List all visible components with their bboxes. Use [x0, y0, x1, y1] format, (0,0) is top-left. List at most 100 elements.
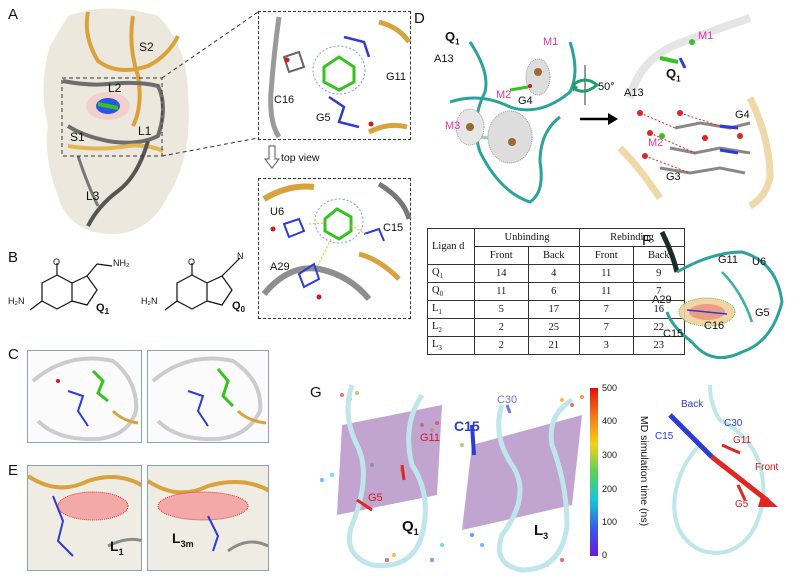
d-g3-right: G3	[666, 171, 681, 183]
cell: 11	[474, 282, 529, 301]
panel-a-structure	[43, 8, 189, 235]
d-a13-left: A13	[434, 53, 454, 65]
down-arrow-icon	[263, 145, 281, 169]
d-g4-left: G4	[518, 95, 533, 107]
d-g4-right: G4	[735, 109, 750, 121]
g-right-front: Front	[755, 462, 779, 473]
b-atom-o2: O	[188, 257, 196, 267]
top-u6: U6	[270, 206, 285, 218]
f-g5: G5	[755, 307, 770, 319]
table-row: Q0 11 6 11 7	[427, 282, 685, 301]
table-sub-front-2: Front	[579, 246, 634, 265]
right-arrow-icon	[580, 113, 618, 125]
panel-label-e: E	[8, 462, 19, 479]
panel-e-right	[147, 465, 269, 571]
f-u6: U6	[752, 256, 767, 268]
panel-c-left	[27, 350, 142, 443]
g-right-g11: G11	[733, 435, 752, 446]
cell: 2	[474, 318, 529, 337]
cell: 6	[527, 282, 580, 301]
g-c15: C15	[454, 418, 480, 434]
region-l2: L2	[108, 81, 122, 95]
table-row: L1 5 17 7 16	[427, 300, 685, 319]
cell: 21	[527, 336, 580, 355]
table-header-unbinding: Unbinding	[474, 228, 580, 247]
top-c15: C15	[383, 222, 404, 234]
region-l1: L1	[138, 124, 152, 138]
b-q1-label: Q1	[96, 302, 110, 317]
cell: 7	[579, 300, 634, 319]
d-m3-left: M3	[445, 120, 461, 132]
b-atom-h2n-1: H₂N	[8, 296, 25, 306]
g-right-g5: G5	[735, 499, 749, 510]
zoom-c16: C16	[274, 94, 295, 106]
e-l1-label: L1	[110, 538, 124, 557]
panel-label-b: B	[8, 249, 19, 266]
cell: 4	[527, 264, 580, 283]
f-c16: C16	[704, 320, 725, 332]
d-m2-right: M2	[648, 137, 664, 149]
cell: 7	[579, 318, 634, 337]
d-m2-left: M2	[496, 89, 512, 101]
g-right-c15: C15	[655, 431, 674, 442]
g-g11: G11	[420, 432, 440, 444]
row-ligand: L3	[427, 336, 475, 355]
e-l3m-label: L3m	[172, 530, 194, 549]
row-ligand: L2	[427, 318, 475, 337]
cell: 14	[474, 264, 529, 283]
cell: 25	[527, 318, 580, 337]
d-a13-right: A13	[624, 87, 644, 99]
panel-g-left	[320, 384, 444, 569]
panel-g-right	[668, 384, 778, 555]
cell: 23	[632, 336, 685, 355]
b-atom-n: N	[237, 251, 244, 261]
table-row: L2 2 25 7 22	[427, 318, 685, 337]
cell: 3	[579, 336, 634, 355]
colorbar	[590, 388, 598, 556]
top-a29: A29	[270, 261, 290, 273]
rotate-arrow-icon	[572, 65, 600, 105]
panel-b-molecules	[29, 257, 241, 311]
unbinding-table: Ligan d Unbinding Rebinding Front Back F…	[427, 228, 685, 355]
panel-d-right	[617, 14, 790, 210]
colorbar-tick-100: 100	[602, 517, 618, 527]
cell: 17	[527, 300, 580, 319]
top-view-box	[258, 178, 412, 319]
panel-f-structure	[659, 230, 784, 360]
cell: 2	[474, 336, 529, 355]
table-sub-back-1: Back	[527, 246, 580, 265]
top-view-label: top view	[281, 152, 320, 164]
d-q1-left: Q1	[445, 29, 460, 47]
b-q0-label: Q0	[232, 300, 246, 315]
b-atom-h2n-2: H₂N	[141, 296, 158, 306]
zoom-g5: G5	[316, 112, 331, 124]
g-c30: C30	[497, 394, 518, 406]
row-ligand: Q0	[427, 282, 475, 301]
table-sub-front-1: Front	[474, 246, 529, 265]
region-s2: S2	[139, 40, 154, 54]
d-m1-left: M1	[543, 36, 559, 48]
row-ligand: Q1	[427, 264, 475, 283]
panel-e-left	[27, 465, 142, 571]
colorbar-tick-200: 200	[602, 484, 618, 494]
region-l3: L3	[86, 189, 100, 203]
table-row: L3 2 21 3 23	[427, 336, 685, 355]
d-m1-right: M1	[698, 30, 714, 42]
panel-label-c: C	[8, 346, 19, 363]
colorbar-label: MD simulation time (ns)	[638, 415, 650, 527]
panel-g-middle	[460, 395, 584, 573]
d-rotation: 50°	[598, 81, 615, 93]
colorbar-tick-500: 500	[602, 383, 618, 393]
panel-label-d: D	[414, 10, 425, 27]
panel-label-a: A	[8, 6, 19, 23]
colorbar-tick-400: 400	[602, 416, 618, 426]
zoom-lines	[161, 11, 259, 157]
b-atom-o1: O	[53, 257, 61, 267]
zoom-g11: G11	[386, 71, 406, 83]
cell: 5	[474, 300, 529, 319]
g-right-c30: C30	[724, 418, 743, 429]
g-right-back: Back	[681, 399, 704, 410]
row-ligand: L1	[427, 300, 475, 319]
f-a29: A29	[652, 294, 672, 306]
f-g11: G11	[718, 254, 738, 266]
